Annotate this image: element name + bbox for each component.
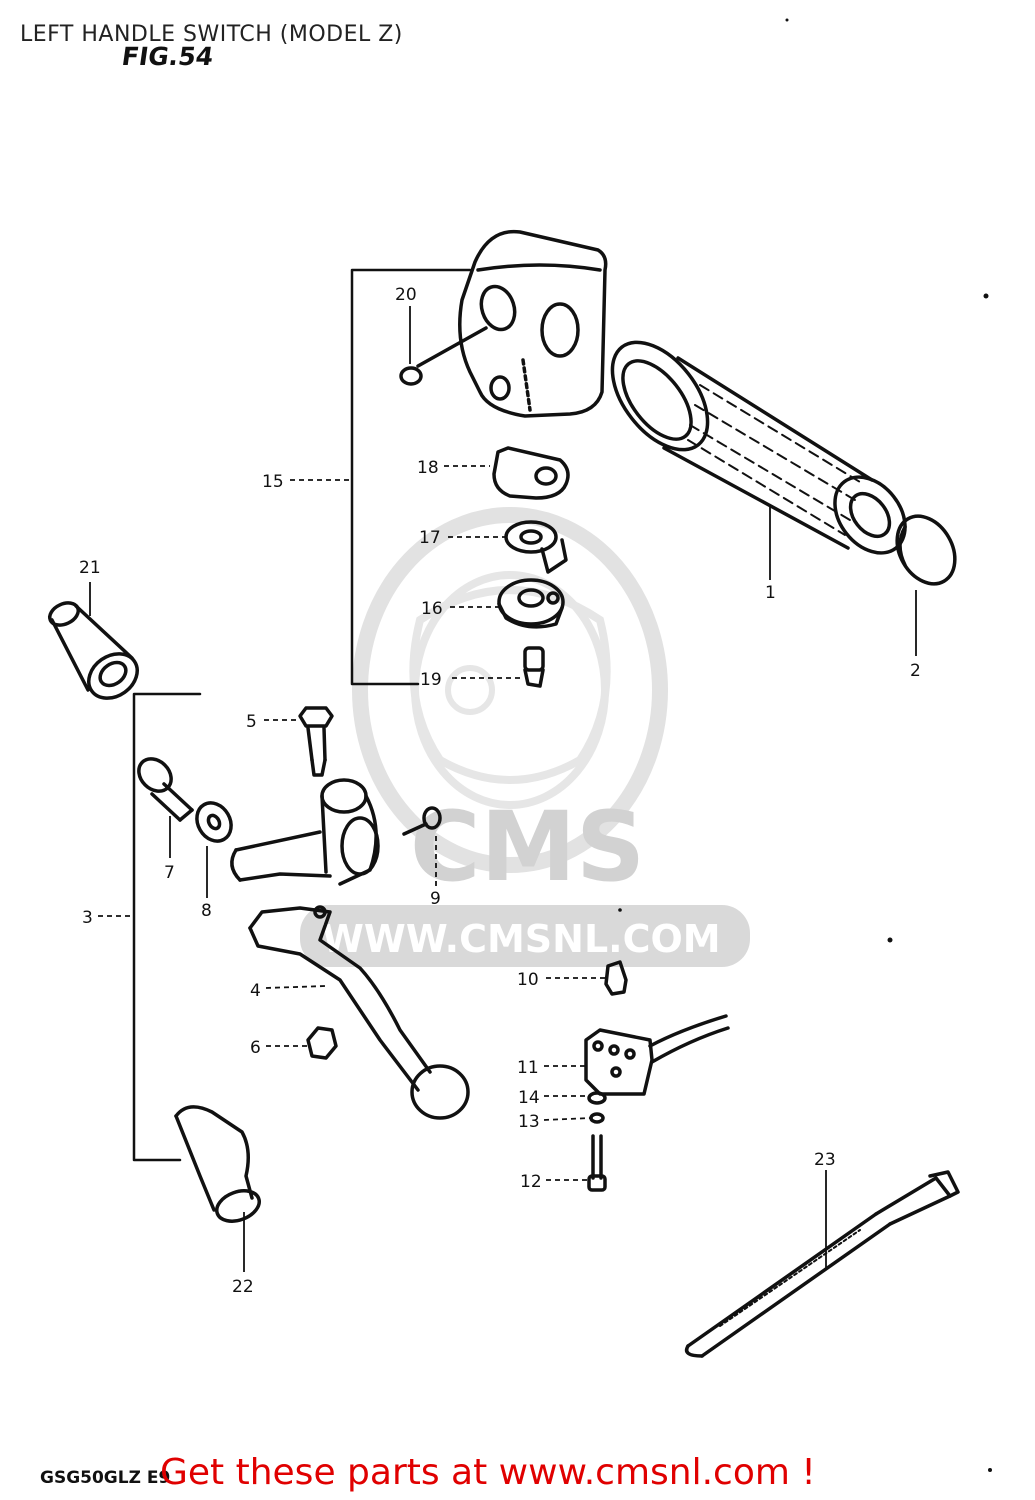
- watermark-logo: CMS WWW.CMSNL.COM: [300, 507, 750, 967]
- washer-13: [589, 1112, 605, 1124]
- part-16: [497, 578, 565, 629]
- callout-5: 5: [246, 712, 257, 732]
- screw-12: [587, 1134, 607, 1192]
- grip-end-cap: [895, 514, 957, 586]
- callout-11: 11: [517, 1058, 539, 1078]
- switch-11: [584, 1014, 730, 1096]
- callouts: 1 2 3 4 5 6 7 8 9 10 11 12 13 14 15 16 1…: [79, 285, 921, 1297]
- callout-15: 15: [262, 472, 284, 492]
- screw-9: [402, 806, 442, 836]
- callout-3: 3: [82, 908, 93, 928]
- callout-1: 1: [765, 583, 776, 603]
- screw-19: [523, 646, 545, 688]
- switch-housing: [458, 229, 608, 418]
- boot-22: [174, 1105, 261, 1223]
- nut-6: [306, 1026, 338, 1060]
- callout-4: 4: [250, 981, 261, 1001]
- callout-2: 2: [910, 661, 921, 681]
- clutch-lever: [248, 905, 470, 1120]
- callout-18: 18: [417, 458, 439, 478]
- callout-12: 12: [520, 1172, 542, 1192]
- model-code: GSG50GLZ E9: [40, 1468, 171, 1488]
- handle-grip: [610, 340, 907, 555]
- callout-19: 19: [420, 670, 442, 690]
- washer-14: [587, 1091, 607, 1105]
- callout-23: 23: [814, 1150, 836, 1170]
- bracket-3: [132, 692, 202, 1162]
- bolt-5: [298, 706, 334, 777]
- watermark-url-text: WWW.CMSNL.COM: [322, 917, 721, 961]
- callout-22: 22: [232, 1277, 254, 1297]
- boot-21: [48, 601, 139, 700]
- callout-10: 10: [517, 970, 539, 990]
- washer-17: [504, 520, 568, 574]
- page-title: LEFT HANDLE SWITCH (MODEL Z): [20, 22, 403, 47]
- callout-16: 16: [421, 599, 443, 619]
- lever-holder: [230, 778, 380, 886]
- callout-9: 9: [430, 889, 441, 909]
- part-10: [604, 960, 628, 996]
- clutch-cable: [684, 1170, 960, 1358]
- callout-8: 8: [201, 901, 212, 921]
- callout-14: 14: [518, 1088, 540, 1108]
- bracket-15: [350, 268, 472, 686]
- screw-20: [399, 326, 488, 386]
- promo-link[interactable]: Get these parts at www.cmsnl.com !: [160, 1452, 816, 1493]
- part-18: [492, 446, 570, 500]
- callout-7: 7: [164, 863, 175, 883]
- callout-21: 21: [79, 558, 101, 578]
- bolt-7: [137, 757, 194, 822]
- callout-6: 6: [250, 1038, 261, 1058]
- watermark-logo-text: CMS: [410, 791, 645, 903]
- callout-17: 17: [419, 528, 441, 548]
- callout-13: 13: [518, 1112, 540, 1132]
- callout-20: 20: [395, 285, 417, 305]
- nut-8: [195, 801, 233, 843]
